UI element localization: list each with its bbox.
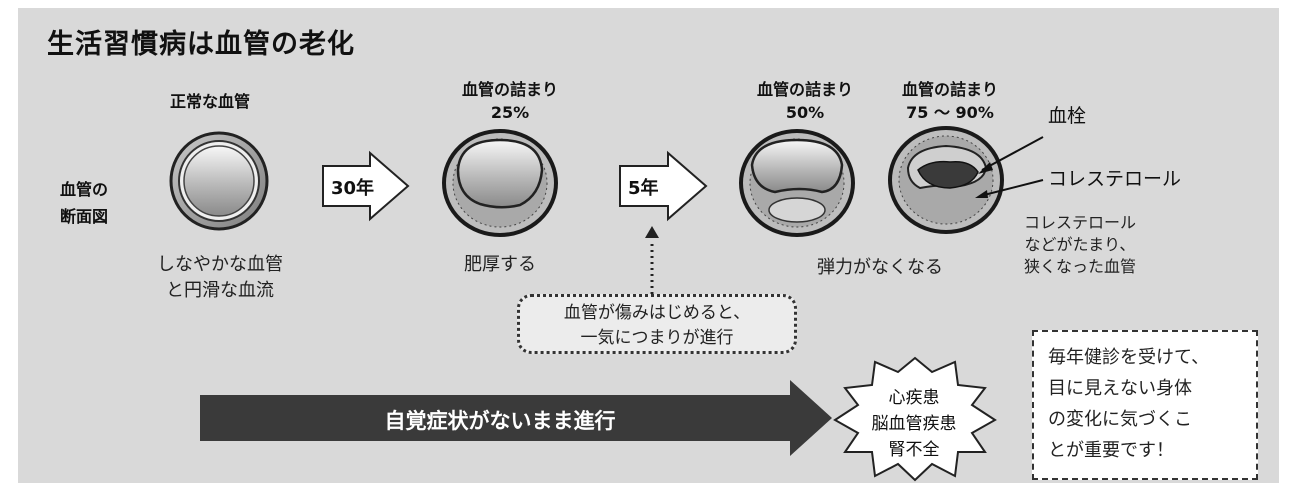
elasticity-description: 弾力がなくなる <box>817 257 943 278</box>
disease-item: 心疾患 <box>888 388 940 408</box>
desc-line: と円滑な血流 <box>166 280 274 301</box>
thickening-description: 肥厚する <box>464 254 536 275</box>
thrombus-label: 血栓 <box>1048 105 1087 127</box>
desc-line: 狭くなった血管 <box>1023 257 1136 276</box>
cholesterol-leader-line <box>979 179 1044 197</box>
cross-section-label: 血管の 断面図 <box>60 176 108 230</box>
thrombus-leader-line <box>981 136 1044 171</box>
stage-25-header: 血管の詰まり 25% <box>440 78 580 124</box>
thrombus-pointer-icon <box>978 162 993 174</box>
progress-arrow <box>200 380 832 456</box>
vessel-25-icon <box>442 129 558 237</box>
narrowed-vessel-description: コレステロール などがたまり、 狭くなった血管 <box>1005 212 1155 278</box>
vessel-75-icon <box>888 126 1004 234</box>
stage-75-header: 血管の詰まり 75 〜 90% <box>880 78 1020 124</box>
disease-list: 心疾患 脳血管疾患 腎不全 <box>838 385 990 463</box>
cholesterol-pointer-icon <box>975 190 988 198</box>
stage-percent: 50% <box>785 103 825 122</box>
side-label-line: 断面図 <box>60 207 109 226</box>
page-title: 生活習慣病は血管の老化 <box>47 29 355 60</box>
normal-vessel-description: しなやかな血管 と円滑な血流 <box>130 252 310 304</box>
stage-percent: 25% <box>490 103 530 122</box>
stage-label: 血管の詰まり <box>461 80 558 99</box>
cholesterol-label: コレステロール <box>1048 168 1182 190</box>
disease-item: 腎不全 <box>888 440 940 460</box>
stage-normal-header: 正常な血管 <box>140 90 280 113</box>
damage-note: 血管が傷みはじめると、 一気につまりが進行 <box>517 294 797 354</box>
disease-burst-shape <box>833 356 997 482</box>
advice-line: 目に見えない身体 <box>1048 378 1192 399</box>
stage-label: 正常な血管 <box>169 92 250 111</box>
arrow-30-years-label: 30年 <box>331 178 375 199</box>
stage-label: 血管の詰まり <box>756 80 853 99</box>
note-line: 血管が傷みはじめると、 <box>563 303 751 323</box>
vessel-50-icon <box>739 129 855 237</box>
desc-line: などがたまり、 <box>1024 235 1136 254</box>
stage-percent: 75 〜 90% <box>906 103 994 122</box>
desc-line: しなやかな血管 <box>157 254 283 275</box>
disease-item: 脳血管疾患 <box>871 414 957 434</box>
vessel-normal-icon <box>169 131 269 231</box>
advice-line: の変化に気づくこ <box>1048 409 1192 430</box>
advice-line: とが重要です！ <box>1048 440 1174 461</box>
side-label-line: 血管の <box>60 180 109 199</box>
progress-banner-label: 自覚症状がないまま進行 <box>384 409 616 433</box>
desc-line: コレステロール <box>1023 213 1136 232</box>
stage-label: 血管の詰まり <box>901 80 998 99</box>
advice-box: 毎年健診を受けて、 目に見えない身体 の変化に気づくこ とが重要です！ <box>1032 330 1258 480</box>
arrow-5-years-icon <box>619 150 708 222</box>
note-line: 一気につまりが進行 <box>580 328 734 348</box>
pointer-up-icon <box>645 226 659 294</box>
arrow-30-years-icon <box>322 150 410 222</box>
stage-50-header: 血管の詰まり 50% <box>735 78 875 124</box>
advice-line: 毎年健診を受けて、 <box>1048 347 1210 368</box>
arrow-5-years-label: 5年 <box>628 178 659 199</box>
